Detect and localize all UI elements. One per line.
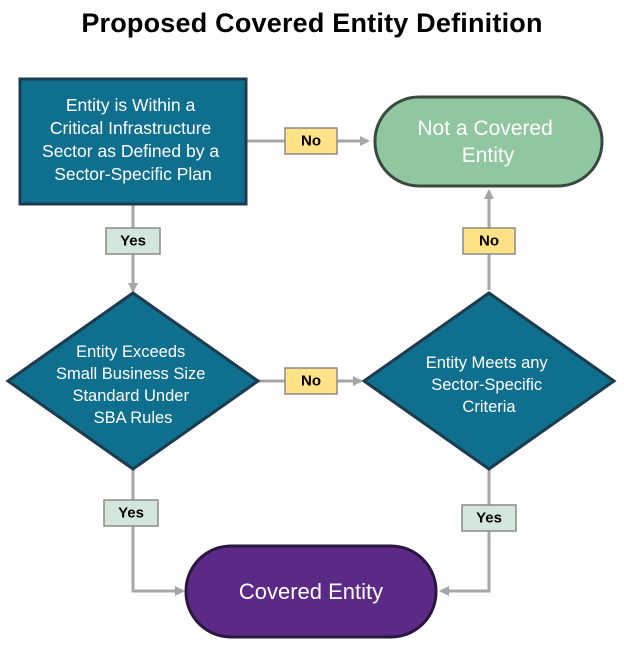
edge-label-criteria-no-text: No: [479, 233, 499, 250]
node-exceeds-sba-line-2: Small Business Size: [56, 365, 205, 383]
edge-label-criteria-no: No: [462, 227, 516, 255]
terminal-not-covered: [373, 95, 604, 188]
edge-label-sba-yes: Yes: [103, 499, 159, 527]
node-not-covered-line-2: Entity: [462, 144, 515, 167]
svg-text:Covered Entity: Covered Entity: [239, 579, 383, 604]
svg-text:Not a Covered Entity: Not a Covered Entity: [417, 117, 558, 167]
edge-label-sba-yes-text: Yes: [118, 505, 144, 522]
node-not-covered-line-1: Not a Covered: [417, 117, 552, 140]
node-sector-criteria: Entity Meets any Sector-Specific Criteri…: [361, 291, 617, 471]
node-sector-criteria-line-2: Sector-Specific: [431, 376, 542, 394]
diagram-title: Proposed Covered Entity Definition: [81, 8, 543, 38]
svg-text:Entity is Within a Criti: Entity is Within a Critical Infrastructu…: [42, 95, 224, 184]
node-sector-criteria-line-1: Entity Meets any: [426, 354, 549, 372]
node-critical-infrastructure-line-4: Sector-Specific Plan: [54, 164, 212, 184]
node-exceeds-sba-line-1: Entity Exceeds: [76, 343, 185, 361]
node-critical-infrastructure-line-2: Critical Infrastructure: [50, 118, 211, 138]
node-sector-criteria-line-3: Criteria: [462, 398, 516, 416]
edge-label-sba-no: No: [284, 367, 338, 395]
edge-label-ci-no: No: [284, 127, 338, 155]
node-critical-infrastructure-line-1: Entity is Within a: [66, 95, 196, 115]
node-exceeds-sba: Entity Exceeds Small Business Size Stand…: [5, 291, 261, 471]
node-covered-line-1: Covered Entity: [239, 579, 383, 604]
edge-label-ci-yes-text: Yes: [120, 233, 146, 250]
edge-label-ci-no-text: No: [301, 133, 321, 150]
edge-label-sba-no-text: No: [301, 373, 321, 390]
node-exceeds-sba-line-3: Standard Under: [72, 387, 189, 405]
node-not-covered: Not a Covered Entity: [373, 95, 604, 188]
edge-label-criteria-yes-text: Yes: [476, 510, 502, 527]
connector-sba-to-covered: [131, 468, 185, 596]
node-critical-infrastructure: Entity is Within a Critical Infrastructu…: [18, 77, 248, 206]
svg-text:Entity Meets any Sector-: Entity Meets any Sector-Specific Criteri…: [426, 354, 553, 416]
svg-text:Entity Exceeds Small Bus: Entity Exceeds Small Business Size Stand…: [56, 343, 210, 427]
decision-diamond-sba: [5, 291, 261, 471]
node-exceeds-sba-line-4: SBA Rules: [94, 409, 173, 427]
decision-diamond-criteria: [361, 291, 617, 471]
node-critical-infrastructure-line-3: Sector as Defined by a: [42, 141, 219, 161]
process-box: [18, 77, 248, 206]
node-covered: Covered Entity: [184, 544, 438, 639]
edge-label-criteria-yes: Yes: [461, 504, 517, 532]
terminal-covered: [184, 544, 438, 639]
edge-label-ci-yes: Yes: [105, 227, 161, 255]
